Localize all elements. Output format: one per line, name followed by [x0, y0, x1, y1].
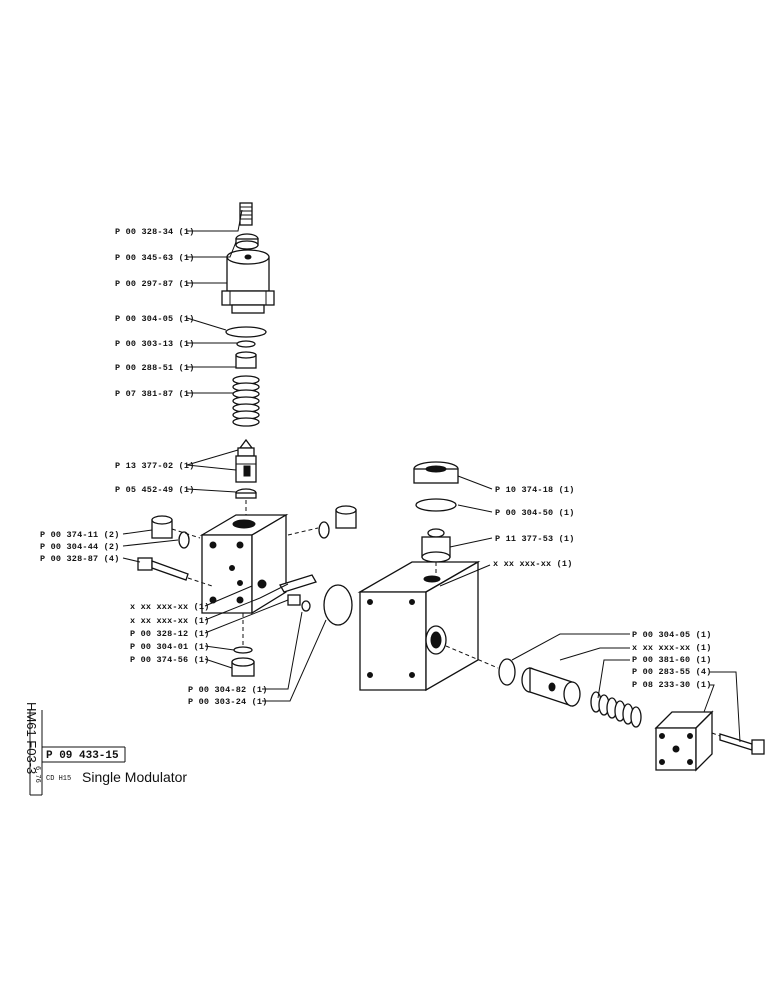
cap-nut-part	[413, 461, 459, 484]
spring-part	[232, 375, 260, 427]
set-screw-part	[239, 202, 253, 226]
callout-label: P 00 288-51 (1)	[115, 363, 195, 373]
cap-screw-right-part	[719, 733, 765, 755]
callout-label: x xx xxx-xx (1)	[130, 602, 210, 612]
callout-label: P 00 297-87 (1)	[115, 279, 195, 289]
seal-part	[235, 488, 257, 499]
o-ring-bottom-part	[233, 646, 253, 654]
o-ring-left-part	[178, 531, 190, 549]
callout-label: P 00 304-50 (1)	[495, 508, 575, 518]
title-block: HM61 F03-3 6.76 P 09 433-15 CD H15 Singl…	[24, 702, 187, 796]
plug-left-part	[151, 515, 173, 539]
small-plug-part	[287, 594, 301, 606]
valve-cap-part	[221, 249, 275, 314]
o-ring-part	[225, 326, 267, 338]
callout-label: P 00 304-01 (1)	[130, 642, 210, 652]
o-ring-tiny-part	[301, 600, 311, 612]
callout-label: P 00 345-63 (1)	[115, 253, 195, 263]
cap-screw-part	[137, 557, 189, 581]
callout-label: P 05 452-49 (1)	[115, 485, 195, 495]
left-valve-block	[199, 513, 289, 615]
end-cap-part	[654, 710, 714, 772]
o-ring-part	[415, 498, 457, 512]
piston-part	[235, 438, 257, 483]
sheet-code: HM61 F03-3	[24, 702, 39, 774]
callout-label: x xx xxx-xx (1)	[632, 643, 712, 653]
model-code: CD H15	[46, 775, 71, 783]
callout-label: x xx xxx-xx (1)	[493, 559, 573, 569]
callout-label: P 00 328-87 (4)	[40, 554, 120, 564]
nut-part	[235, 233, 259, 250]
callout-label: P 00 283-55 (4)	[632, 667, 712, 677]
callout-label: P 08 233-30 (1)	[632, 680, 712, 690]
pin-part	[279, 574, 317, 593]
callout-label: P 00 303-24 (1)	[188, 697, 268, 707]
callout-label: P 00 304-82 (1)	[188, 685, 268, 695]
spring-right-part	[590, 691, 642, 728]
date-code: 6.76	[33, 766, 41, 783]
o-ring-right-part	[318, 521, 330, 539]
o-ring-small-part	[236, 340, 256, 348]
callout-label: P 13 377-02 (1)	[115, 461, 195, 471]
bushing-part	[235, 351, 257, 369]
callout-label: P 00 304-05 (1)	[632, 630, 712, 640]
callout-label: P 11 377-53 (1)	[495, 534, 575, 544]
bottom-plug-part	[231, 657, 255, 677]
callout-label: P 00 328-34 (1)	[115, 227, 195, 237]
callout-label: P 00 304-05 (1)	[115, 314, 195, 324]
check-valve-part	[421, 528, 451, 563]
right-valve-block	[357, 560, 481, 692]
part-number: P 09 433-15	[46, 750, 119, 762]
o-ring-right-part	[498, 658, 516, 686]
diagram-title: Single Modulator	[82, 769, 187, 785]
callout-label: x xx xxx-xx (1)	[130, 616, 210, 626]
callout-label: P 00 303-13 (1)	[115, 339, 195, 349]
callout-label: P 00 374-11 (2)	[40, 530, 120, 540]
callout-label: P 00 328-12 (1)	[130, 629, 210, 639]
callout-label: P 07 381-87 (1)	[115, 389, 195, 399]
o-ring-large-part	[323, 584, 353, 626]
callout-label: P 00 381-60 (1)	[632, 655, 712, 665]
callout-label: P 00 304-44 (2)	[40, 542, 120, 552]
spool-part	[521, 667, 581, 707]
callout-label: P 00 374-56 (1)	[130, 655, 210, 665]
plug-right-part	[335, 505, 357, 529]
callout-label: P 10 374-18 (1)	[495, 485, 575, 495]
